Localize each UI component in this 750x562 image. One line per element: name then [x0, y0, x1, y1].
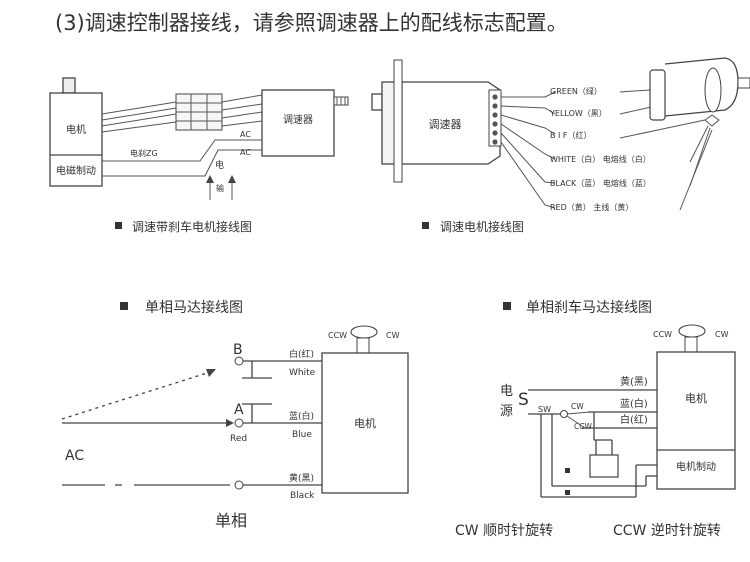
ac-label: AC — [65, 448, 84, 464]
controller2-label: 调速器 — [429, 118, 462, 131]
power-label: 电 — [500, 384, 513, 399]
motor4-body — [656, 351, 736, 490]
terminal-b: B — [233, 342, 243, 358]
input-char: 输 — [216, 183, 224, 193]
diagram4-title: 单相刹车马达接线图 — [526, 299, 652, 316]
title-bullet — [503, 302, 511, 310]
wire-blue-label: 蓝(白) — [620, 397, 648, 410]
motor4-shaft — [684, 336, 698, 353]
motor2-shaft — [737, 77, 750, 89]
single-phase-motor-diagram: 单相马达接线图 CCW CW 电机 B 白(红) White A 蓝(白) Bl… — [61, 299, 409, 530]
wire-black-en: Black — [290, 491, 315, 501]
wire-white-label: 白(红) — [620, 413, 648, 426]
brake-wire-label: 电刹ZG — [130, 148, 158, 158]
motor2-front — [649, 69, 666, 121]
motor-shaft — [62, 77, 76, 94]
controller-plate — [393, 59, 403, 183]
diagram3-title: 单相马达接线图 — [145, 299, 243, 316]
motor-label: 电机 — [66, 123, 86, 136]
terminal-a: A — [234, 402, 244, 418]
diagram2-caption: 调速电机接线图 — [440, 219, 524, 234]
ccw-label-4: CCW — [653, 330, 672, 339]
motor4-brake-label: 电机制动 — [676, 460, 716, 473]
caption-bullet — [422, 222, 429, 229]
diagram3-caption: 单相 — [215, 511, 247, 530]
motor3-body — [321, 352, 409, 494]
speed-controller-box — [261, 89, 335, 157]
wire-yellow-label: 黄(黑) — [620, 375, 648, 388]
terminal-a-circle — [234, 418, 244, 428]
wire-label-1: GREEN（绿） — [550, 87, 602, 96]
brake-motor-controller-diagram: 电机 电磁制动 调速器 电刹ZG AC AC 电 输 调速带刹车电 — [49, 77, 349, 234]
sw-label: SW — [538, 405, 551, 414]
title-bullet — [120, 302, 128, 310]
diagram1-caption: 调速带刹车电机接线图 — [132, 219, 252, 234]
cw-small-label: CW — [571, 402, 584, 411]
wire-label-4: WHITE（白） 电熔线（白） — [550, 154, 651, 164]
motor-body — [49, 92, 103, 187]
rotation-cap — [350, 325, 378, 339]
page-title: (3)调速控制器接线，请参照调速器上的配线标志配置。 — [55, 11, 568, 35]
motor2-band — [704, 67, 722, 113]
controller-label: 调速器 — [283, 114, 313, 126]
power-char: 电 — [215, 159, 224, 171]
wire-label-2: YELLOW（黑） — [549, 109, 607, 118]
speed-motor-diagram: 调速器 GREEN（绿） YELLOW（黑） B I F（红） WHITE（白）… — [371, 57, 750, 234]
wire-label-5: BLACK（蓝） 电熔线（蓝） — [550, 178, 651, 188]
cw-label-4: CW — [715, 330, 729, 339]
motor4-label: 电机 — [685, 391, 707, 405]
wire-label-3: B I F（红） — [550, 130, 592, 140]
cw-label: CW — [386, 331, 400, 340]
ac-label-1: AC — [240, 130, 251, 139]
cw-rotation-note: CW 顺时针旋转 — [455, 523, 553, 539]
brake-label: 电磁制动 — [56, 164, 96, 177]
single-phase-brake-motor-diagram: 单相刹车马达接线图 CCW CW 电机 电机制动 电 源 S 黄(黑) SW C… — [455, 299, 736, 539]
motor3-shaft — [356, 337, 370, 354]
wire-white-cn: 白(红) — [289, 348, 314, 360]
ccw-label: CCW — [328, 331, 347, 340]
ccw-rotation-note: CCW 逆时针旋转 — [613, 523, 721, 539]
wire-blue-cn: 蓝(白) — [289, 410, 314, 422]
wire-blue-en: Blue — [292, 430, 312, 440]
terminal-common-circle — [234, 480, 244, 490]
terminal-strip — [488, 89, 502, 147]
brake-rectifier — [589, 454, 619, 478]
motor3-label: 电机 — [354, 416, 376, 430]
wire-red-en: Red — [230, 434, 247, 444]
wire-white-en: White — [289, 368, 316, 378]
ac-label-2: AC — [240, 148, 251, 157]
wire-black-cn: 黄(黑) — [289, 472, 314, 484]
s-label: S — [518, 390, 529, 410]
source-label: 源 — [500, 404, 513, 419]
rotation-cap-4 — [678, 324, 706, 338]
wire-label-6: RED（黄） 主线（黄） — [550, 202, 633, 212]
terminal-b-circle — [234, 356, 244, 366]
controller-left-knob — [371, 93, 383, 111]
caption-bullet — [115, 222, 122, 229]
